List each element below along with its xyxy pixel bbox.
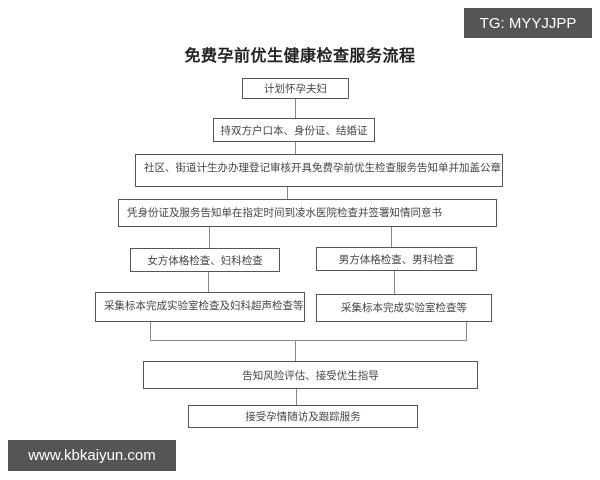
connector-s1-s2: [295, 99, 296, 118]
connector-join-s7: [295, 340, 296, 361]
step-followup-service: 接受孕情随访及跟踪服务: [188, 405, 418, 428]
connector-male-lab: [394, 271, 395, 294]
step-label: 采集标本完成实验室检查及妇科超声检查等: [104, 300, 304, 312]
step-planning-couple: 计划怀孕夫妇: [242, 78, 349, 99]
connector-female-lab: [208, 272, 209, 292]
step-male-exam: 男方体格检查、男科检查: [316, 247, 477, 271]
connector-female-lab-join: [150, 322, 151, 340]
step-female-exam: 女方体格检查、妇科检查: [130, 248, 280, 272]
connector-s2-s3: [295, 142, 296, 154]
step-community-registration: 社区、街道计生办办理登记审核开具免费孕前优生检查服务告知单并加盖公章: [135, 154, 503, 187]
join-line: [150, 340, 467, 341]
watermark-website: www.kbkaiyun.com: [8, 440, 176, 471]
step-label: 计划怀孕夫妇: [264, 83, 327, 95]
step-label: 接受孕情随访及跟踪服务: [245, 411, 361, 423]
connector-male-lab-join: [466, 322, 467, 340]
connector-s4-female: [209, 227, 210, 248]
step-hospital-exam-consent: 凭身份证及服务告知单在指定时间到凌水医院检查并签署知情同意书: [118, 199, 497, 227]
watermark-text: TG: MYYJJPP: [479, 14, 577, 32]
step-female-lab: 采集标本完成实验室检查及妇科超声检查等: [95, 292, 305, 322]
connector-s4-male: [391, 227, 392, 247]
flowchart-title: 免费孕前优生健康检查服务流程: [184, 46, 416, 65]
step-label: 凭身份证及服务告知单在指定时间到凌水医院检查并签署知情同意书: [127, 207, 442, 219]
step-label: 采集标本完成实验室检查等: [341, 302, 467, 314]
watermark-tg: TG: MYYJJPP: [464, 8, 592, 38]
step-label: 男方体格检查、男科检查: [338, 253, 455, 266]
watermark-text: www.kbkaiyun.com: [28, 447, 156, 464]
step-male-lab: 采集标本完成实验室检查等: [316, 294, 492, 322]
step-label: 女方体格检查、妇科检查: [147, 254, 263, 267]
step-bring-documents: 持双方户口本、身份证、结婚证: [213, 118, 375, 142]
step-risk-assessment: 告知风险评估、接受优生指导: [143, 361, 478, 389]
connector-s7-s8: [296, 389, 297, 405]
step-label: 社区、街道计生办办理登记审核开具免费孕前优生检查服务告知单并加盖公章: [144, 162, 501, 174]
connector-s3-s4: [287, 187, 288, 199]
step-label: 持双方户口本、身份证、结婚证: [220, 124, 368, 137]
step-label: 告知风险评估、接受优生指导: [242, 370, 379, 382]
